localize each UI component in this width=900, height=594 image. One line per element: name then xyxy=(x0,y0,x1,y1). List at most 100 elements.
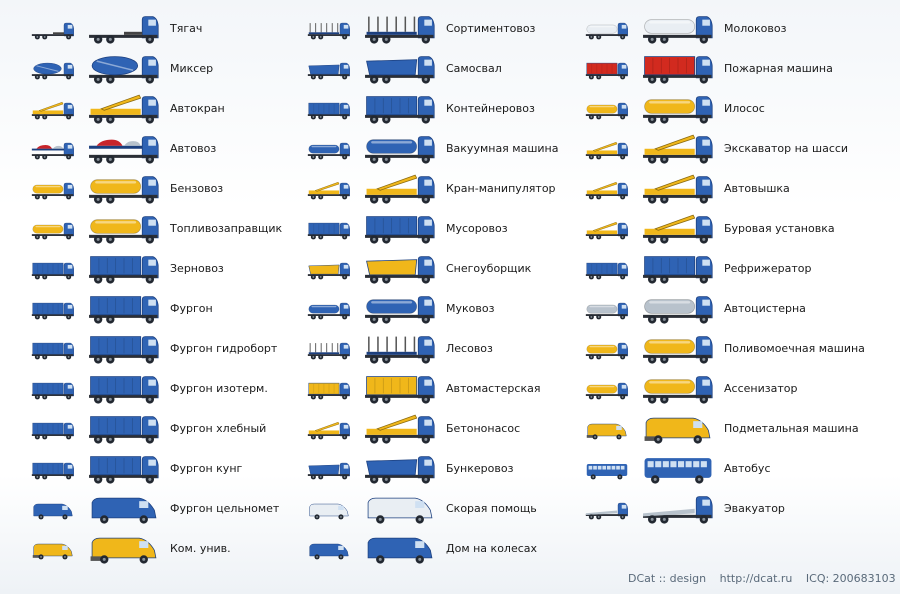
vehicle-large-icon[interactable] xyxy=(640,50,716,86)
vehicle-small-icon[interactable] xyxy=(306,58,352,82)
footer-site[interactable]: http://dcat.ru xyxy=(719,572,793,585)
vehicle-row[interactable]: Молоковоз xyxy=(584,8,874,48)
vehicle-small-icon[interactable] xyxy=(306,138,352,162)
vehicle-large-icon[interactable] xyxy=(86,490,162,526)
vehicle-large-icon[interactable] xyxy=(640,410,716,446)
vehicle-large-icon[interactable] xyxy=(86,10,162,46)
vehicle-row[interactable]: Зерновоз xyxy=(30,248,320,288)
vehicle-row[interactable]: Дом на колесах xyxy=(306,528,596,568)
vehicle-small-icon[interactable] xyxy=(30,258,76,282)
vehicle-large-icon[interactable] xyxy=(86,370,162,406)
vehicle-small-icon[interactable] xyxy=(30,138,76,162)
vehicle-small-icon[interactable] xyxy=(306,378,352,402)
vehicle-small-icon[interactable] xyxy=(584,178,630,202)
vehicle-large-icon[interactable] xyxy=(362,450,438,486)
vehicle-row[interactable]: Рефрижератор xyxy=(584,248,874,288)
vehicle-row[interactable]: Фургон изотерм. xyxy=(30,368,320,408)
vehicle-small-icon[interactable] xyxy=(30,58,76,82)
vehicle-small-icon[interactable] xyxy=(584,138,630,162)
vehicle-row[interactable]: Автомастерская xyxy=(306,368,596,408)
vehicle-row[interactable]: Бетононасос xyxy=(306,408,596,448)
vehicle-small-icon[interactable] xyxy=(584,218,630,242)
vehicle-large-icon[interactable] xyxy=(362,490,438,526)
vehicle-row[interactable]: Ассенизатор xyxy=(584,368,874,408)
vehicle-small-icon[interactable] xyxy=(306,218,352,242)
vehicle-large-icon[interactable] xyxy=(362,370,438,406)
vehicle-row[interactable]: Фургон хлебный xyxy=(30,408,320,448)
vehicle-row[interactable]: Тягач xyxy=(30,8,320,48)
vehicle-large-icon[interactable] xyxy=(86,330,162,366)
vehicle-small-icon[interactable] xyxy=(30,378,76,402)
vehicle-large-icon[interactable] xyxy=(86,410,162,446)
vehicle-large-icon[interactable] xyxy=(362,10,438,46)
vehicle-small-icon[interactable] xyxy=(306,298,352,322)
vehicle-large-icon[interactable] xyxy=(362,530,438,566)
vehicle-row[interactable]: Снегоуборщик xyxy=(306,248,596,288)
vehicle-small-icon[interactable] xyxy=(30,498,76,522)
vehicle-small-icon[interactable] xyxy=(30,98,76,122)
vehicle-large-icon[interactable] xyxy=(362,410,438,446)
vehicle-row[interactable]: Бункеровоз xyxy=(306,448,596,488)
vehicle-small-icon[interactable] xyxy=(584,378,630,402)
vehicle-small-icon[interactable] xyxy=(30,338,76,362)
vehicle-row[interactable]: Экскаватор на шасси xyxy=(584,128,874,168)
vehicle-small-icon[interactable] xyxy=(30,218,76,242)
vehicle-large-icon[interactable] xyxy=(86,50,162,86)
vehicle-small-icon[interactable] xyxy=(306,538,352,562)
vehicle-large-icon[interactable] xyxy=(362,210,438,246)
vehicle-small-icon[interactable] xyxy=(30,418,76,442)
vehicle-small-icon[interactable] xyxy=(584,258,630,282)
vehicle-row[interactable]: Кран-манипулятор xyxy=(306,168,596,208)
vehicle-row[interactable]: Фургон гидроборт xyxy=(30,328,320,368)
vehicle-row[interactable]: Топливозаправщик xyxy=(30,208,320,248)
vehicle-large-icon[interactable] xyxy=(362,130,438,166)
vehicle-small-icon[interactable] xyxy=(30,458,76,482)
vehicle-small-icon[interactable] xyxy=(584,18,630,42)
vehicle-row[interactable]: Муковоз xyxy=(306,288,596,328)
vehicle-small-icon[interactable] xyxy=(584,338,630,362)
vehicle-large-icon[interactable] xyxy=(362,250,438,286)
vehicle-large-icon[interactable] xyxy=(640,250,716,286)
vehicle-large-icon[interactable] xyxy=(86,210,162,246)
vehicle-row[interactable]: Фургон кунг xyxy=(30,448,320,488)
vehicle-row[interactable]: Автовоз xyxy=(30,128,320,168)
vehicle-small-icon[interactable] xyxy=(306,18,352,42)
vehicle-row[interactable]: Бензовоз xyxy=(30,168,320,208)
vehicle-large-icon[interactable] xyxy=(362,330,438,366)
vehicle-large-icon[interactable] xyxy=(640,210,716,246)
vehicle-small-icon[interactable] xyxy=(584,458,630,482)
vehicle-large-icon[interactable] xyxy=(86,130,162,166)
vehicle-row[interactable]: Автовышка xyxy=(584,168,874,208)
vehicle-row[interactable]: Поливомоечная машина xyxy=(584,328,874,368)
vehicle-large-icon[interactable] xyxy=(640,90,716,126)
vehicle-row[interactable]: Фургон цельномет xyxy=(30,488,320,528)
vehicle-row[interactable]: Эвакуатор xyxy=(584,488,874,528)
vehicle-large-icon[interactable] xyxy=(86,250,162,286)
vehicle-small-icon[interactable] xyxy=(30,18,76,42)
vehicle-large-icon[interactable] xyxy=(86,450,162,486)
vehicle-large-icon[interactable] xyxy=(86,530,162,566)
vehicle-small-icon[interactable] xyxy=(306,418,352,442)
vehicle-row[interactable]: Мусоровоз xyxy=(306,208,596,248)
vehicle-row[interactable]: Пожарная машина xyxy=(584,48,874,88)
vehicle-row[interactable]: Автоцистерна xyxy=(584,288,874,328)
vehicle-row[interactable]: Илосос xyxy=(584,88,874,128)
vehicle-large-icon[interactable] xyxy=(362,50,438,86)
vehicle-large-icon[interactable] xyxy=(640,490,716,526)
vehicle-row[interactable]: Буровая установка xyxy=(584,208,874,248)
vehicle-row[interactable]: Автобус xyxy=(584,448,874,488)
vehicle-small-icon[interactable] xyxy=(30,538,76,562)
vehicle-small-icon[interactable] xyxy=(306,498,352,522)
vehicle-large-icon[interactable] xyxy=(640,130,716,166)
vehicle-small-icon[interactable] xyxy=(584,98,630,122)
vehicle-large-icon[interactable] xyxy=(640,10,716,46)
vehicle-large-icon[interactable] xyxy=(86,90,162,126)
vehicle-small-icon[interactable] xyxy=(30,178,76,202)
vehicle-row[interactable]: Вакуумная машина xyxy=(306,128,596,168)
vehicle-small-icon[interactable] xyxy=(306,458,352,482)
vehicle-large-icon[interactable] xyxy=(362,170,438,206)
vehicle-row[interactable]: Сортиментовоз xyxy=(306,8,596,48)
vehicle-large-icon[interactable] xyxy=(362,90,438,126)
vehicle-small-icon[interactable] xyxy=(584,498,630,522)
vehicle-row[interactable]: Самосвал xyxy=(306,48,596,88)
